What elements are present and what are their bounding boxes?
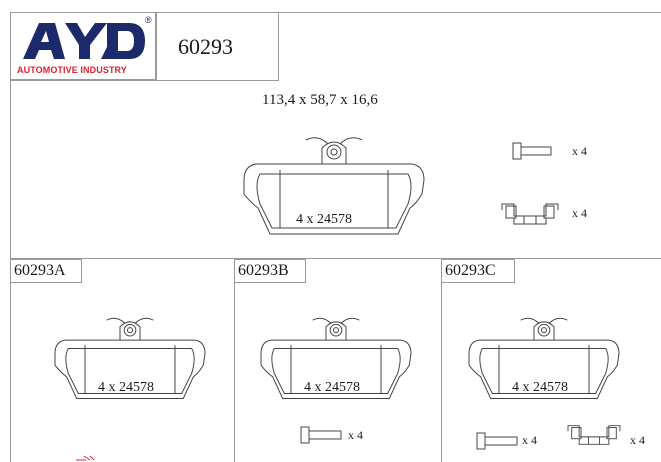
variant-code-c: 60293C <box>441 259 515 283</box>
header-bottom-line <box>10 80 279 81</box>
variant-code-b: 60293B <box>234 259 306 283</box>
variant-b-pad-label: 4 x 24578 <box>304 380 360 395</box>
brake-pad-drawing-c <box>468 317 620 399</box>
variant-a-pad-label: 4 x 24578 <box>98 380 154 395</box>
brake-pad-drawing-b <box>260 317 412 399</box>
brake-pad-drawing <box>243 137 425 235</box>
brake-pad-drawing-a <box>54 317 206 399</box>
registered-mark: ® <box>145 15 152 25</box>
main-clip-qty: x 4 <box>572 206 587 220</box>
bolt-icon <box>476 432 518 450</box>
main-bottom-line <box>10 258 661 259</box>
bolt-icon <box>512 142 552 160</box>
brand-tagline: AUTOMOTIVE INDUSTRY <box>17 65 127 75</box>
variant-c-pad-label: 4 x 24578 <box>512 380 568 395</box>
bolt-icon <box>300 426 342 444</box>
part-number: 60293 <box>178 34 233 59</box>
variant-c-clip-qty: x 4 <box>630 433 645 447</box>
main-pad-label: 4 x 24578 <box>296 212 352 227</box>
variant-code-a: 60293A <box>10 259 82 283</box>
variant-divider-1 <box>234 258 235 462</box>
ayd-logo-mark <box>23 23 145 59</box>
clip-icon <box>567 425 621 445</box>
variant-c-bolt-qty: x 4 <box>522 433 537 447</box>
top-border <box>155 12 661 13</box>
header-right-divider <box>278 12 279 80</box>
brand-logo: ® AUTOMOTIVE INDUSTRY <box>10 12 156 80</box>
variant-b-bolt-qty: x 4 <box>348 428 363 442</box>
main-bolt-qty: x 4 <box>572 144 587 158</box>
dimensions-label: 113,4 x 58,7 x 16,6 <box>262 92 378 108</box>
clip-icon <box>501 203 559 225</box>
variant-divider-2 <box>441 258 442 462</box>
red-arrow-mark <box>76 455 95 461</box>
header-divider <box>156 12 157 80</box>
